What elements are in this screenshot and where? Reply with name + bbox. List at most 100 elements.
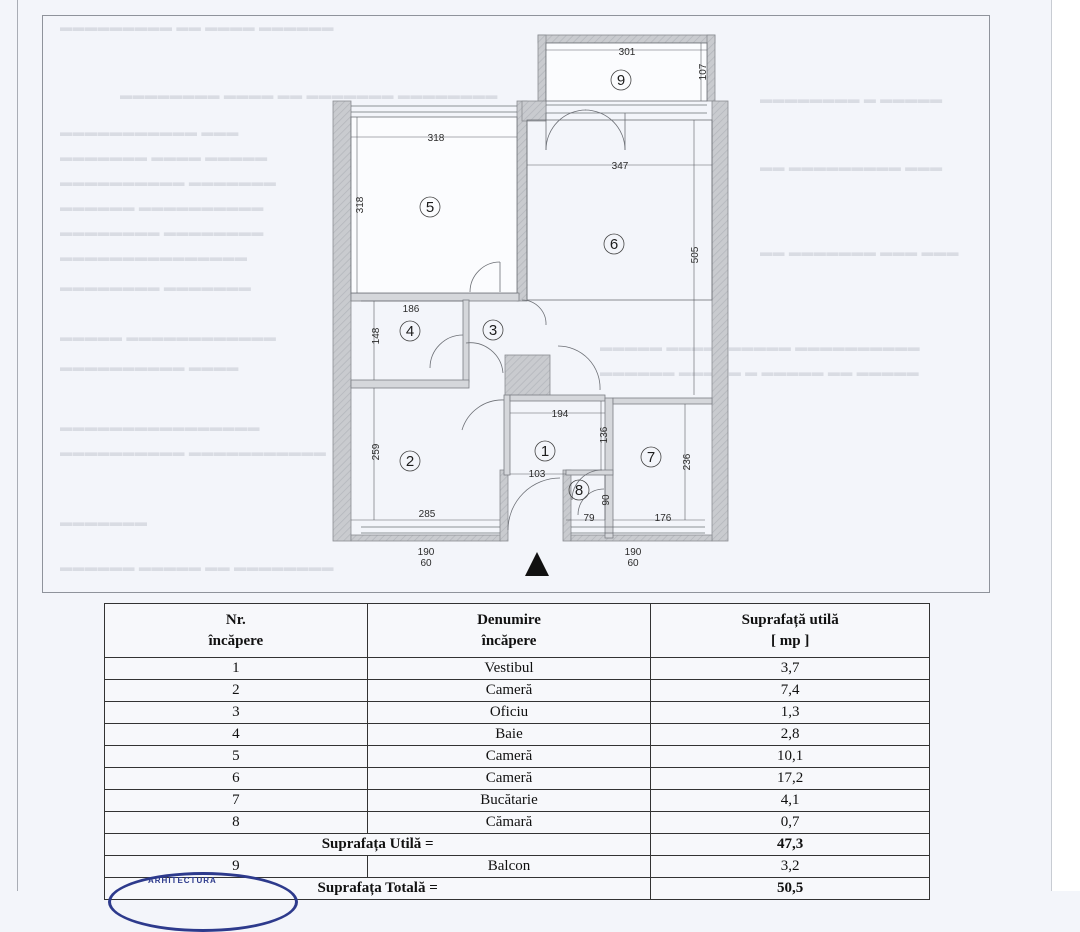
header-room-name: Denumire încăpere — [366, 603, 652, 658]
bleed-text: ▬▬▬▬▬▬▬▬▬▬ ▬▬▬▬ — [60, 360, 239, 374]
cell-area: 0,7 — [650, 811, 930, 834]
dim-r2-width: 285 — [419, 509, 436, 520]
grand-total-value: 50,5 — [650, 877, 930, 900]
header-room-number: Nr. încăpere — [104, 603, 368, 658]
dimension-lines — [351, 43, 712, 521]
bleed-text: ▬▬▬▬▬▬▬ ▬▬▬▬ ▬▬▬▬▬ — [60, 150, 268, 164]
table-header-row: Nr. încăpere Denumire încăpere Suprafață… — [104, 603, 930, 658]
room-number-markers: 9 5 6 4 3 1 2 7 8 — [399, 69, 662, 501]
window-mark-right-top: 190 — [625, 547, 642, 558]
dim-r1-lower: 103 — [529, 469, 546, 480]
cell-area: 7,4 — [650, 679, 930, 702]
door-swings — [429, 109, 626, 531]
dim-r9-depth: 107 — [698, 63, 709, 80]
cell-name: Cămară — [366, 811, 652, 834]
room-number-4: 4 — [406, 323, 414, 340]
dim-r4-depth: 148 — [371, 327, 382, 344]
bleed-text: ▬▬▬▬▬ ▬▬▬▬▬▬▬▬▬▬ ▬▬▬▬▬▬▬▬▬▬ — [600, 340, 921, 354]
header-usable-area: Suprafață utilă [ mp ] — [650, 603, 930, 658]
room-area-table: Nr. încăpere Denumire încăpere Suprafață… — [103, 603, 930, 900]
bleed-text: ▬▬▬▬▬▬▬ — [60, 515, 148, 529]
room-number-3: 3 — [489, 322, 497, 339]
bleed-text: ▬▬▬▬▬▬▬▬▬▬▬ ▬▬▬ — [60, 125, 239, 139]
page-edge-right — [1052, 0, 1080, 891]
table-row: 1 Vestibul 3,7 — [104, 657, 930, 680]
window-mark-left-bottom: 60 — [420, 558, 432, 569]
cell-nr: 1 — [104, 657, 368, 680]
cell-area: 1,3 — [650, 701, 930, 724]
floor-plan-frame — [42, 15, 990, 593]
bleed-text: ▬▬▬▬▬▬▬▬ ▬▬▬▬▬▬▬ — [60, 280, 252, 294]
dim-r7-width: 176 — [655, 513, 672, 524]
cell-area: 3,2 — [650, 855, 930, 878]
bleed-text: ▬▬▬▬▬▬▬▬▬▬▬▬▬▬▬▬ — [60, 420, 260, 434]
table-row: 7 Bucătarie 4,1 — [104, 789, 930, 812]
cell-area: 2,8 — [650, 723, 930, 746]
dim-r5-width: 318 — [428, 133, 445, 144]
cell-area: 3,7 — [650, 657, 930, 680]
cell-name: Bucătarie — [366, 789, 652, 812]
room-number-2: 2 — [406, 453, 414, 470]
window-mark-right-bottom: 60 — [627, 558, 639, 569]
bleed-text: ▬▬▬▬▬▬▬▬ ▬ ▬▬▬▬▬ — [760, 92, 943, 106]
cell-nr: 2 — [104, 679, 368, 702]
room-number-6: 6 — [610, 236, 618, 253]
table-row: 2 Cameră 7,4 — [104, 679, 930, 702]
dim-r8-width: 79 — [583, 513, 595, 524]
useful-total-label: Suprafața Utilă = — [103, 833, 652, 856]
room-outlines — [350, 42, 713, 301]
exterior-walls — [332, 34, 729, 542]
bleed-text: ▬▬▬▬▬▬▬▬▬▬ ▬▬▬▬▬▬▬▬▬▬▬ — [60, 445, 327, 459]
cell-nr: 7 — [104, 789, 368, 812]
bleed-text: ▬▬▬▬▬▬ ▬▬▬▬▬ ▬ ▬▬▬▬▬ ▬▬ ▬▬▬▬▬ — [600, 365, 920, 379]
bleed-text: ▬▬▬▬▬▬▬▬ ▬▬▬▬ ▬▬ ▬▬▬▬▬▬▬ ▬▬▬▬▬▬▬▬ — [120, 88, 498, 102]
room-number-9: 9 — [617, 72, 625, 89]
window-mark-left-top: 190 — [418, 547, 435, 558]
bleed-text: ▬▬▬▬▬▬▬▬▬▬▬▬▬▬▬ — [60, 250, 248, 264]
cell-nr: 6 — [104, 767, 368, 790]
dim-r4-width: 186 — [403, 304, 420, 315]
cell-nr: 8 — [104, 811, 368, 834]
dim-r5-depth: 318 — [355, 196, 366, 213]
room-number-1: 1 — [541, 443, 549, 460]
dim-r9-width: 301 — [619, 47, 636, 58]
floor-plan: 301 107 318 318 347 505 186 148 194 136 … — [332, 34, 729, 576]
dim-r6-depth: 505 — [690, 246, 701, 263]
cell-nr: 4 — [104, 723, 368, 746]
dim-r8-depth: 90 — [601, 494, 612, 506]
table-row: 5 Cameră 10,1 — [104, 745, 930, 768]
dim-r6-width: 347 — [612, 161, 629, 172]
useful-total-value: 47,3 — [650, 833, 930, 856]
bleed-text: ▬▬▬▬▬▬▬▬ ▬▬▬▬▬▬▬▬ — [60, 225, 264, 239]
cell-name: Vestibul — [366, 657, 652, 680]
room-number-5: 5 — [426, 199, 434, 216]
cell-nr: 3 — [104, 701, 368, 724]
bleed-text: ▬▬▬▬▬ ▬▬▬▬▬▬▬▬▬▬▬▬ — [60, 330, 277, 344]
table-row: 4 Baie 2,8 — [104, 723, 930, 746]
bleed-text: ▬▬ ▬▬▬▬▬▬▬ ▬▬▬ ▬▬▬ — [760, 245, 960, 259]
cell-name: Balcon — [366, 855, 652, 878]
cell-area: 17,2 — [650, 767, 930, 790]
stamp-text: ARHITECTURA — [148, 876, 217, 885]
bleed-text: ▬▬ ▬▬▬▬▬▬▬▬▬ ▬▬▬ — [760, 160, 943, 174]
cell-nr: 5 — [104, 745, 368, 768]
dim-r1-depth: 136 — [599, 426, 610, 443]
page-edge-left — [17, 0, 18, 891]
bleed-text: ▬▬▬▬▬▬▬▬▬ ▬▬ ▬▬▬▬ ▬▬▬▬▬▬ — [60, 20, 335, 34]
cell-name: Cameră — [366, 745, 652, 768]
cell-name: Cameră — [366, 767, 652, 790]
table-row: 3 Oficiu 1,3 — [104, 701, 930, 724]
cell-name: Cameră — [366, 679, 652, 702]
page-edge-right-line — [1051, 0, 1052, 891]
bleed-text: ▬▬▬▬▬▬▬▬▬▬ ▬▬▬▬▬▬▬ — [60, 175, 277, 189]
entry-arrow-icon — [525, 552, 549, 576]
useful-total-row: Suprafața Utilă = 47,3 — [103, 833, 930, 856]
dim-r2-depth: 259 — [371, 443, 382, 460]
balcony-row: 9 Balcon 3,2 — [104, 855, 930, 878]
bleed-text: ▬▬▬▬▬▬ ▬▬▬▬▬ ▬▬ ▬▬▬▬▬▬▬▬ — [60, 560, 335, 574]
dim-r7-depth: 236 — [682, 453, 693, 470]
dim-r1-width: 194 — [552, 409, 569, 420]
cell-area: 4,1 — [650, 789, 930, 812]
table-row: 6 Cameră 17,2 — [104, 767, 930, 790]
room-number-7: 7 — [647, 449, 655, 466]
